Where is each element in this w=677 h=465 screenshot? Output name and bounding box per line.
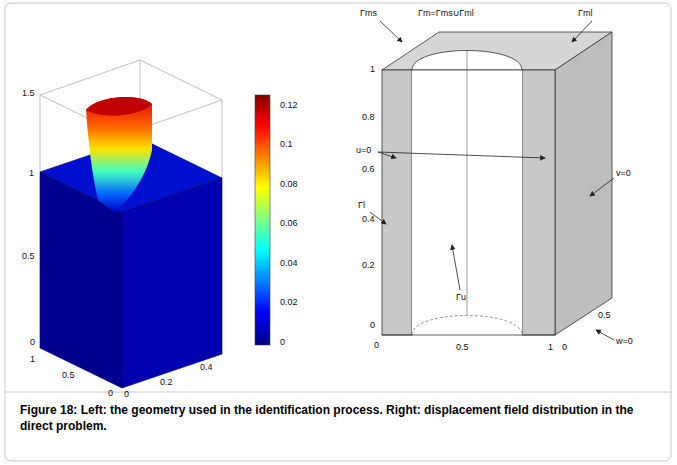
right-strip bbox=[522, 70, 555, 335]
colorbar-tick: 0.12 bbox=[280, 100, 298, 111]
axis-tick: 0.4 bbox=[362, 214, 375, 225]
figure-frame bbox=[5, 3, 671, 461]
colorbar-tick: 0.02 bbox=[280, 297, 298, 308]
cylinder-back-line bbox=[467, 50, 468, 315]
axis-tick: 0 bbox=[374, 340, 379, 351]
axis-tick: 0 bbox=[562, 342, 567, 353]
boundary-label: w=0 bbox=[616, 336, 633, 347]
colorbar-tick: 0.08 bbox=[280, 179, 298, 190]
axis-tick: 0.6 bbox=[362, 164, 375, 175]
geometry-sketch bbox=[370, 21, 614, 340]
leader-lines bbox=[370, 21, 614, 340]
axis-tick: 0 bbox=[30, 337, 35, 348]
axis-tick: 0 bbox=[124, 389, 129, 400]
axis-tick: 1 bbox=[30, 354, 35, 365]
left-strip bbox=[382, 70, 412, 335]
bottom-edge bbox=[382, 335, 555, 336]
axis-tick: 0 bbox=[108, 388, 113, 399]
boundary-label: u=0 bbox=[356, 145, 371, 156]
right-face bbox=[555, 32, 612, 335]
axis-tick: 0.5 bbox=[22, 251, 35, 262]
axis-tick: 0.5 bbox=[62, 370, 75, 381]
caption-divider bbox=[5, 392, 671, 393]
boundary-label: Γl bbox=[358, 200, 365, 211]
axis-tick: 0.5 bbox=[598, 310, 611, 321]
axis-tick: 1 bbox=[29, 168, 34, 179]
boundary-label: Γu bbox=[456, 292, 466, 303]
bump-top bbox=[86, 97, 152, 116]
colorbar-tick: 0.1 bbox=[280, 139, 293, 150]
colorbar-tick: 0.06 bbox=[280, 218, 298, 229]
colorbar-tick: 0.04 bbox=[280, 258, 298, 269]
boundary-label: v=0 bbox=[616, 168, 631, 179]
colorbar bbox=[255, 95, 270, 345]
cylinder-base bbox=[412, 316, 522, 336]
field-plot bbox=[40, 60, 270, 388]
axis-tick: 0.4 bbox=[200, 362, 213, 373]
block-right-face bbox=[122, 178, 222, 388]
axis-tick: 0.2 bbox=[362, 260, 375, 271]
displacement-bump bbox=[86, 97, 152, 212]
axis-tick: 0 bbox=[370, 320, 375, 331]
axis-tick: 0.8 bbox=[362, 112, 375, 123]
axis-tick: 1.5 bbox=[22, 88, 35, 99]
boundary-label: Γml bbox=[578, 8, 592, 19]
boundary-label: Γms bbox=[360, 8, 377, 19]
axis-tick: 0.2 bbox=[160, 377, 173, 388]
colorbar-tick: 0 bbox=[280, 337, 285, 348]
boundary-label: Γm=Γms∪Γml bbox=[418, 8, 474, 19]
axis-tick: 0.5 bbox=[456, 342, 469, 353]
figure-caption: Figure 18: Left: the geometry used in th… bbox=[20, 402, 655, 434]
axis-tick: 1 bbox=[370, 64, 375, 75]
axis-tick: 1 bbox=[548, 342, 553, 353]
